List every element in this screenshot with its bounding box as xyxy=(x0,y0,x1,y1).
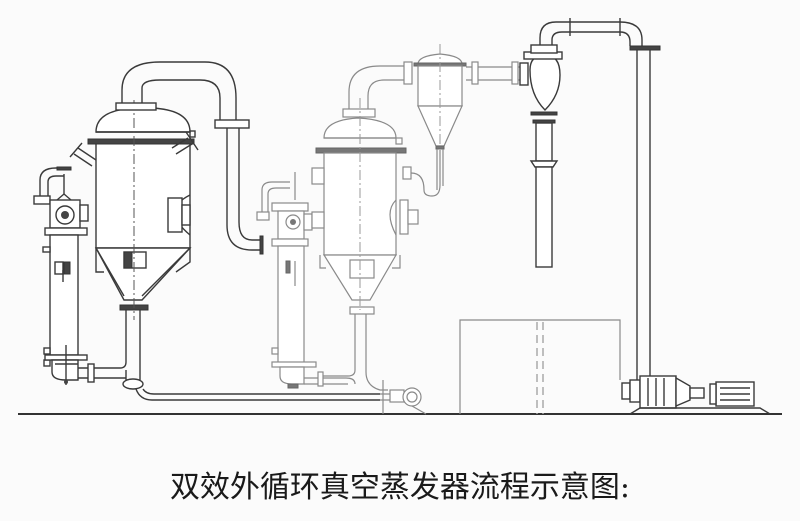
transfer-pump xyxy=(380,380,427,415)
vacuum-pump xyxy=(621,375,771,415)
water-tank xyxy=(459,319,621,414)
vapor-pipe-2 xyxy=(348,61,413,109)
condenser xyxy=(519,18,661,380)
vapor-pipe-1 xyxy=(115,61,264,255)
first-effect-evaporator xyxy=(69,100,199,320)
second-effect-heater xyxy=(256,172,317,389)
circulation-pipes xyxy=(78,310,380,401)
second-effect-evaporator xyxy=(304,98,441,391)
first-effect-heater xyxy=(33,166,89,385)
separator xyxy=(413,44,520,190)
diagram-caption: 双效外循环真空蒸发器流程示意图: xyxy=(169,470,631,505)
